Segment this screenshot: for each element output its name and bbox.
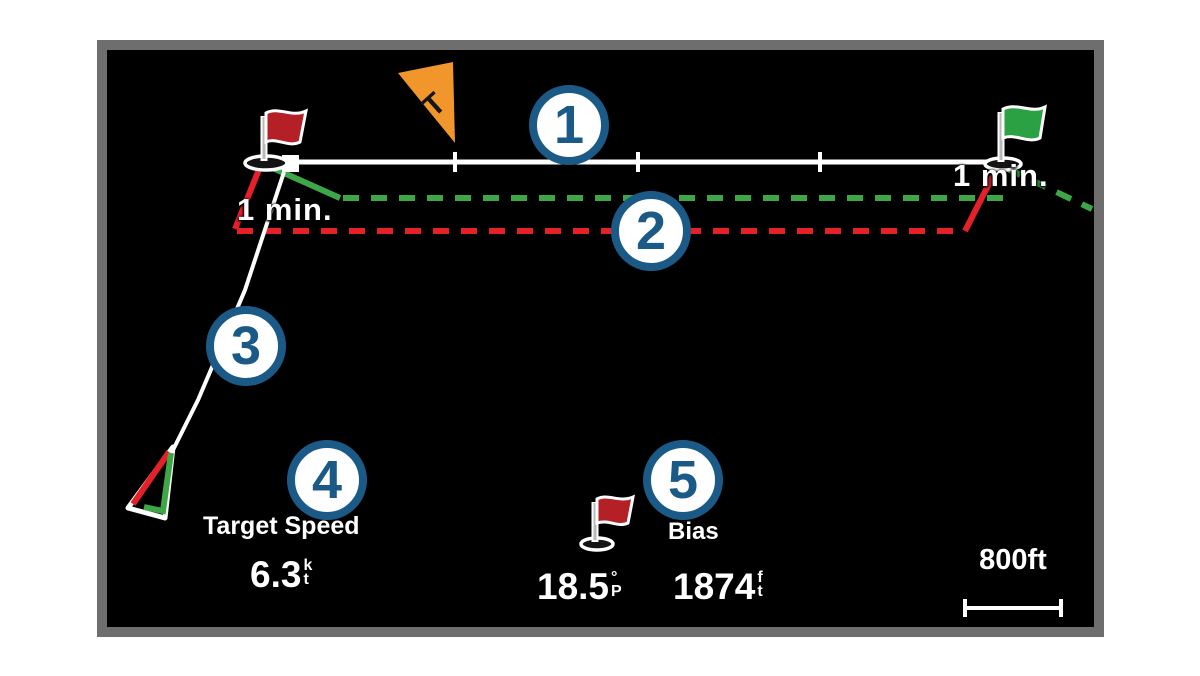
callout-1: 1 (529, 85, 609, 165)
sailassist-map[interactable]: T 1 min. 1 min. (107, 50, 1094, 627)
race-map-graphics: T (125, 62, 1094, 617)
target-speed-unit: k t (303, 557, 313, 589)
bias-distance-value: 1874 f t (673, 568, 763, 605)
wind-direction-arrow-icon: T (398, 62, 455, 143)
scale-label: 800ft (979, 544, 1047, 576)
port-flag-icon (243, 108, 309, 172)
red-boundary-line (232, 165, 999, 234)
time-marker-right: 1 min. (953, 158, 1049, 193)
start-line (270, 152, 1003, 172)
bias-angle-number: 18.5 (537, 566, 610, 607)
boat-icon (125, 444, 176, 521)
chartplotter-frame: T 1 min. 1 min. (97, 40, 1104, 637)
scale-bar (963, 599, 1063, 617)
target-speed-number: 6.3 (250, 554, 302, 595)
callout-4: 4 (287, 440, 367, 520)
time-marker-left: 1 min. (237, 192, 333, 227)
bias-flag-icon (579, 494, 636, 552)
bias-label: Bias (668, 518, 719, 545)
green-boundary-line (264, 162, 1094, 212)
callout-2: 2 (611, 191, 691, 271)
bias-distance-unit: f t (757, 569, 763, 601)
callout-3: 3 (206, 306, 286, 386)
bias-angle-unit: ° P (611, 569, 622, 601)
starboard-flag-icon (983, 104, 1047, 172)
callout-5: 5 (643, 440, 723, 520)
bias-angle-value: 18.5 ° P (537, 568, 622, 605)
target-speed-value: 6.3 k t (250, 556, 312, 593)
bias-distance-number: 1874 (673, 566, 756, 607)
